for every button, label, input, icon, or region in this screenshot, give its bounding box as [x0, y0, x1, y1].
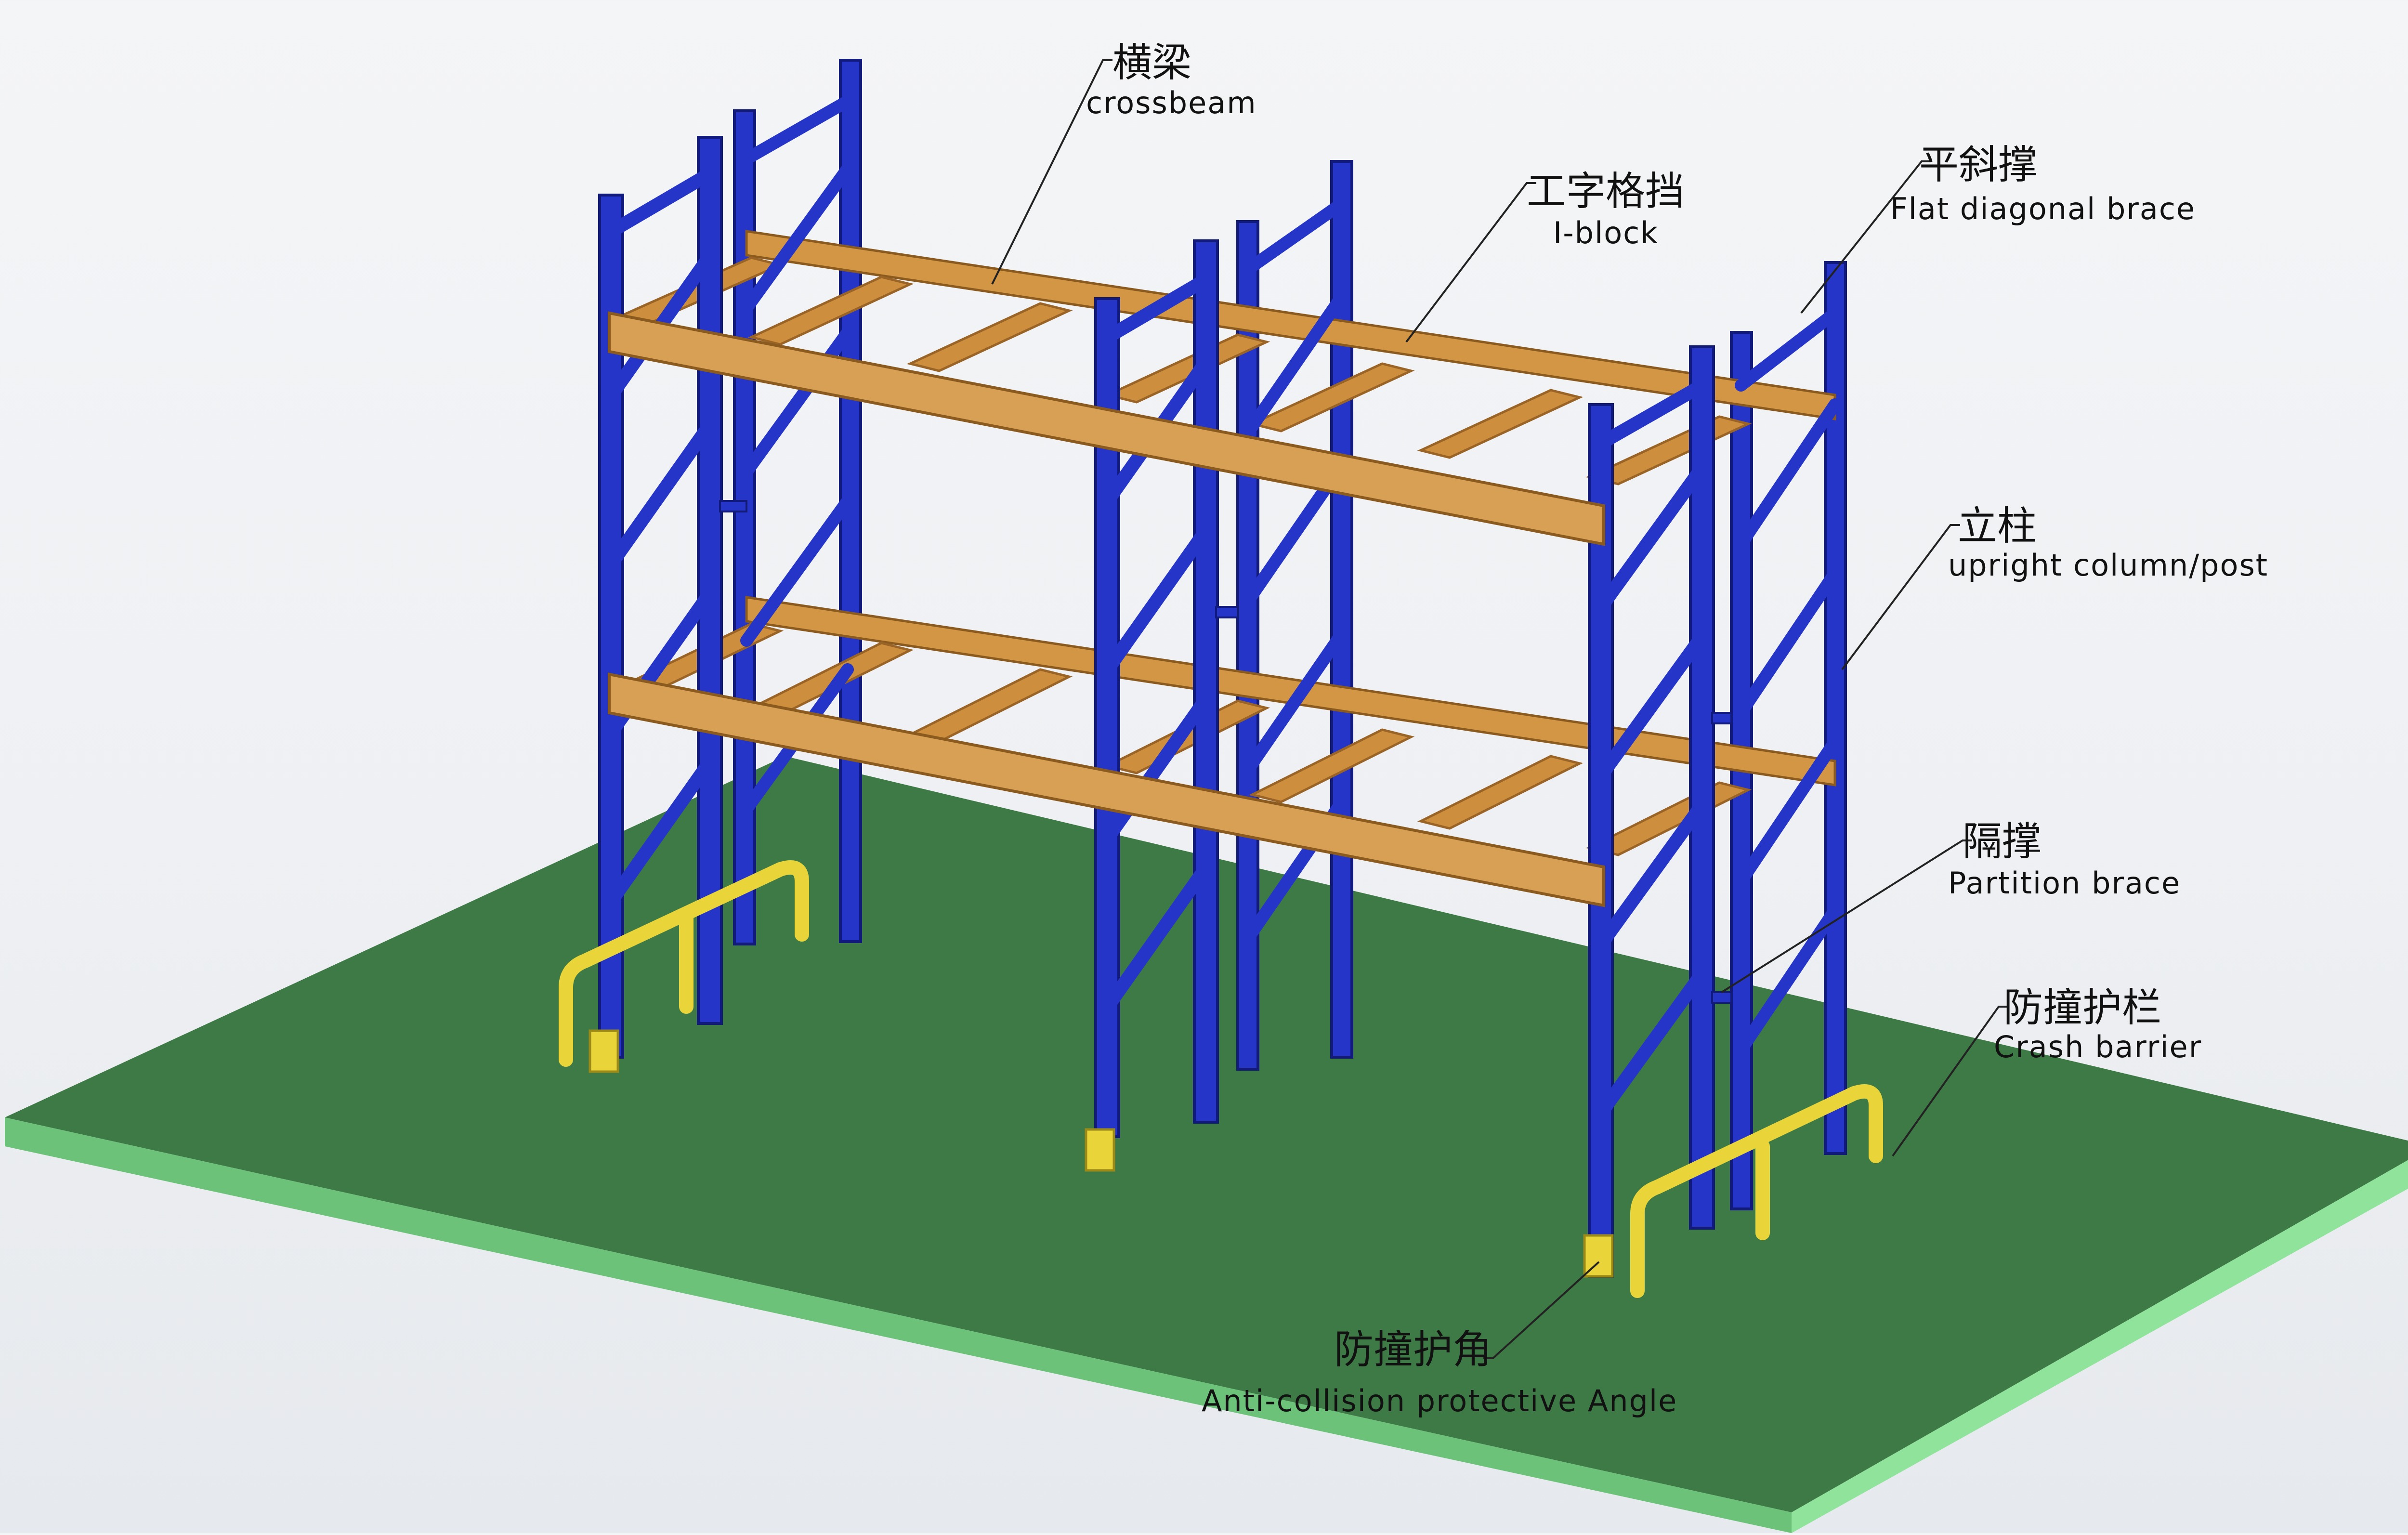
- back-diagonal-braces: [740, 95, 1841, 1056]
- flat-diagonal-brace: [1241, 288, 1350, 440]
- callout-labels: 横梁 crossbeam 工字格挡 I-block 平斜撑 Flat diago…: [1086, 40, 2268, 1418]
- leader-line-i-block: [1405, 182, 1536, 343]
- flat-diagonal-brace: [605, 754, 717, 907]
- flat-diagonal-brace: [1101, 523, 1213, 676]
- flat-diagonal-brace: [1735, 398, 1841, 551]
- flat-diagonal-brace: [1101, 692, 1213, 845]
- partition-brace: [1215, 606, 1239, 618]
- flat-diagonal-brace: [1735, 904, 1841, 1056]
- label-upright-cn: 立柱: [1958, 503, 2037, 549]
- label-flat-diagonal-brace-cn: 平斜撑: [1919, 142, 2038, 188]
- i-block: [906, 302, 1073, 372]
- upright-column: [1689, 345, 1715, 1230]
- flat-diagonal-brace: [1595, 629, 1709, 782]
- i-block: [1248, 728, 1415, 803]
- anti-collision-angle: [1583, 1234, 1614, 1278]
- anti-collision-angle: [1085, 1128, 1115, 1172]
- leader-line-anti-collision-angle: [1483, 1261, 1600, 1359]
- partition-brace: [1711, 991, 1732, 1004]
- floor-edge-front: [5, 1117, 1792, 1533]
- flat-diagonal-brace: [1595, 798, 1709, 951]
- crash-barrier: [1630, 1084, 1883, 1298]
- label-crash-barrier-cn: 防撞护栏: [2003, 985, 2161, 1031]
- anti-collision-angle: [589, 1029, 619, 1073]
- flat-diagonal-brace: [740, 162, 854, 315]
- flat-diagonal-brace: [1241, 625, 1350, 777]
- label-flat-diagonal-brace-en: Flat diagonal brace: [1890, 191, 2196, 226]
- flat-diagonal-brace: [1735, 307, 1841, 392]
- label-i-block-cn: 工字格挡: [1527, 169, 1685, 214]
- shelf-decks: [613, 256, 1752, 856]
- anti-collision-angles: [589, 1029, 1614, 1278]
- flat-diagonal-brace: [1595, 379, 1709, 450]
- i-block: [747, 276, 914, 346]
- crossbeam: [608, 672, 1605, 907]
- partition-brace: [719, 500, 747, 512]
- label-i-block-en: I-block: [1553, 215, 1659, 250]
- i-block: [1248, 362, 1415, 433]
- label-crossbeam-cn: 横梁: [1112, 40, 1191, 86]
- partition-braces: [719, 500, 1732, 1004]
- flat-diagonal-brace: [1101, 860, 1213, 1013]
- label-anti-collision-angle-cn: 防撞护角: [1334, 1327, 1492, 1373]
- label-partition-brace-en: Partition brace: [1948, 866, 2181, 901]
- crash-barriers: [559, 860, 1883, 1298]
- leader-line-upright: [1841, 524, 1960, 670]
- flat-diagonal-brace: [1735, 567, 1841, 719]
- flat-diagonal-brace: [1595, 966, 1709, 1119]
- flat-diagonal-brace: [740, 495, 854, 647]
- i-block: [906, 668, 1073, 743]
- leader-line-partition-brace: [1721, 840, 1972, 993]
- flat-diagonal-brace: [1735, 735, 1841, 888]
- back-beams: [745, 230, 1836, 787]
- leader-lines: [991, 59, 2008, 1359]
- flat-diagonal-brace: [740, 95, 854, 165]
- crossbeam: [608, 311, 1605, 546]
- i-block: [747, 642, 914, 717]
- label-upright-en: upright column/post: [1948, 548, 2268, 583]
- i-block: [1417, 755, 1584, 830]
- leader-line-crash-barrier: [1892, 1006, 2008, 1157]
- front-beams: [608, 311, 1605, 907]
- label-partition-brace-cn: 隔撑: [1963, 819, 2042, 865]
- partition-brace: [1711, 712, 1732, 724]
- flat-diagonal-brace: [605, 417, 717, 570]
- upright-column: [697, 136, 723, 1025]
- i-block: [1417, 389, 1584, 459]
- label-anti-collision-angle-en: Anti-collision protective Angle: [1202, 1383, 1677, 1418]
- crossbeam: [745, 230, 1836, 420]
- floor-edge-right: [1792, 1160, 2408, 1533]
- flat-diagonal-brace: [1241, 196, 1350, 276]
- flat-diagonal-brace: [605, 167, 717, 238]
- leader-line-crossbeam: [991, 59, 1112, 285]
- flat-diagonal-brace: [1101, 273, 1213, 344]
- crossbeam: [745, 596, 1836, 787]
- upright-column: [1193, 239, 1219, 1124]
- label-crossbeam-en: crossbeam: [1086, 85, 1257, 120]
- leader-line-flat-diagonal-brace: [1800, 160, 1931, 314]
- label-crash-barrier-en: Crash barrier: [1994, 1029, 2202, 1064]
- flat-diagonal-brace: [1595, 460, 1709, 614]
